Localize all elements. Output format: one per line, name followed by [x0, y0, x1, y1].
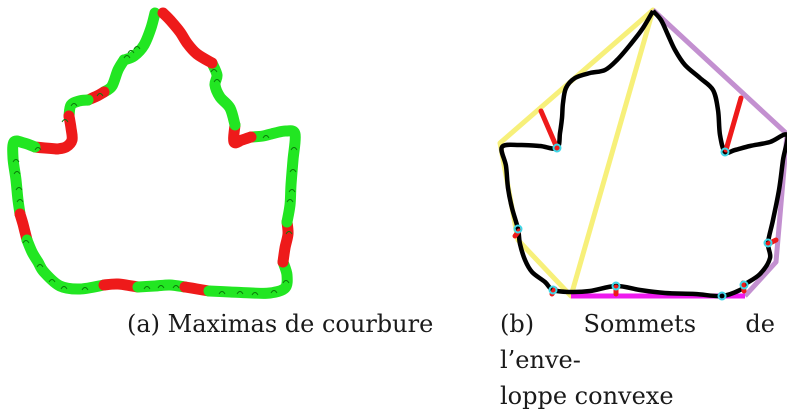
curvature-maximum-segment	[51, 110, 78, 155]
contour-tick	[123, 55, 131, 59]
contour-tick	[290, 147, 298, 151]
contour-tick	[133, 46, 141, 50]
contour-tick	[251, 292, 259, 296]
contour-tick	[16, 199, 24, 203]
contour-tick	[157, 285, 165, 289]
vertex-marker	[552, 143, 562, 153]
caption-convex-hull-line1: (b) Sommets de l’enve-	[500, 310, 775, 374]
caption-convex-hull-line2: loppe convexe	[500, 382, 674, 410]
contour-segment	[7, 135, 41, 220]
contour-tick	[48, 279, 56, 283]
vertex-marker	[611, 281, 621, 291]
leaf-contour	[499, 9, 787, 299]
contour-tick	[285, 231, 293, 235]
deficiency-segment	[740, 280, 747, 294]
contour-tick	[81, 287, 89, 291]
contour-tick	[218, 291, 226, 295]
contour-tick	[61, 119, 69, 123]
vertex-marker	[513, 224, 523, 234]
contour-segment	[98, 54, 130, 98]
contour-tick	[236, 291, 244, 295]
contour-tick	[22, 240, 30, 244]
vertex-marker	[739, 280, 749, 290]
contour-tick	[12, 159, 20, 163]
contour-tick	[13, 171, 21, 175]
contour-tick	[288, 189, 296, 193]
contour-tick	[60, 286, 68, 290]
contour-tick	[172, 285, 180, 289]
contour-segment	[118, 7, 161, 66]
curvature-maximum-segment	[277, 216, 294, 268]
vertex-marker	[548, 285, 558, 295]
caption-convex-hull: (b) Sommets de l’enve- loppe convexe	[500, 306, 775, 414]
contour-tick	[262, 135, 270, 139]
contour-tick	[289, 169, 297, 173]
caption-curvature-maxima: (a) Maximas de courbure	[127, 310, 434, 338]
contour-segment	[21, 234, 110, 295]
contour-tick	[286, 199, 294, 203]
hull-vertex-markers	[513, 143, 773, 301]
contour-tick	[15, 187, 23, 191]
contour-tick	[70, 103, 78, 107]
contour-tick	[127, 50, 135, 54]
curvature-maximum-segment	[157, 7, 218, 69]
curvature-maximum-segment	[228, 119, 257, 149]
contour-tick	[96, 93, 104, 97]
contour-segment	[203, 256, 293, 299]
curvature-maxima-figure	[7, 7, 301, 299]
contour-segment	[206, 57, 241, 131]
convex-hull-vertices-figure	[497, 7, 787, 301]
contour-tick	[282, 280, 290, 284]
deficiency-segment	[538, 108, 560, 151]
contour-segment	[245, 125, 301, 228]
contour-tick	[210, 69, 218, 73]
contour-tick	[34, 147, 42, 151]
contour-point-ticks	[12, 46, 298, 296]
hull-right-edges	[651, 8, 787, 298]
vertex-marker	[763, 238, 773, 248]
vertex-marker	[720, 147, 730, 157]
hull-left-edges	[497, 7, 656, 299]
vertex-marker	[717, 291, 727, 301]
leaf-contour-curvature	[7, 7, 301, 299]
deficiency-segment	[723, 95, 744, 153]
contour-tick	[143, 286, 151, 290]
contour-tick	[36, 264, 44, 268]
contour-tick	[270, 290, 278, 294]
deficiency-segments	[512, 95, 779, 297]
contour-tick	[213, 79, 221, 83]
